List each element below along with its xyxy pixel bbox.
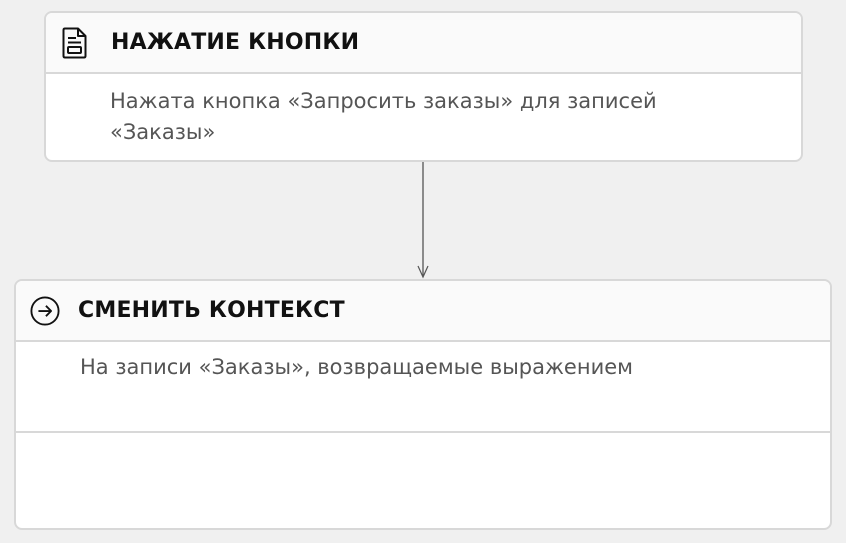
node-title: СМЕНИТЬ КОНТЕКСТ: [78, 298, 345, 323]
arrow-circle-right-icon: [30, 295, 60, 327]
node-description: На записи «Заказы», возвращаемые выражен…: [80, 355, 633, 379]
node-header: СМЕНИТЬ КОНТЕКСТ: [16, 281, 830, 342]
connector-arrowhead: [417, 265, 429, 279]
document-icon: [60, 27, 90, 59]
node-change-context[interactable]: СМЕНИТЬ КОНТЕКСТ На записи «Заказы», воз…: [14, 279, 832, 530]
node-footer: [16, 431, 830, 528]
node-button-press[interactable]: НАЖАТИЕ КНОПКИ Нажата кнопка «Запросить …: [44, 11, 803, 162]
node-header: НАЖАТИЕ КНОПКИ: [46, 13, 801, 74]
node-title: НАЖАТИЕ КНОПКИ: [111, 30, 360, 55]
node-description: Нажата кнопка «Запросить заказы» для зап…: [110, 89, 657, 144]
